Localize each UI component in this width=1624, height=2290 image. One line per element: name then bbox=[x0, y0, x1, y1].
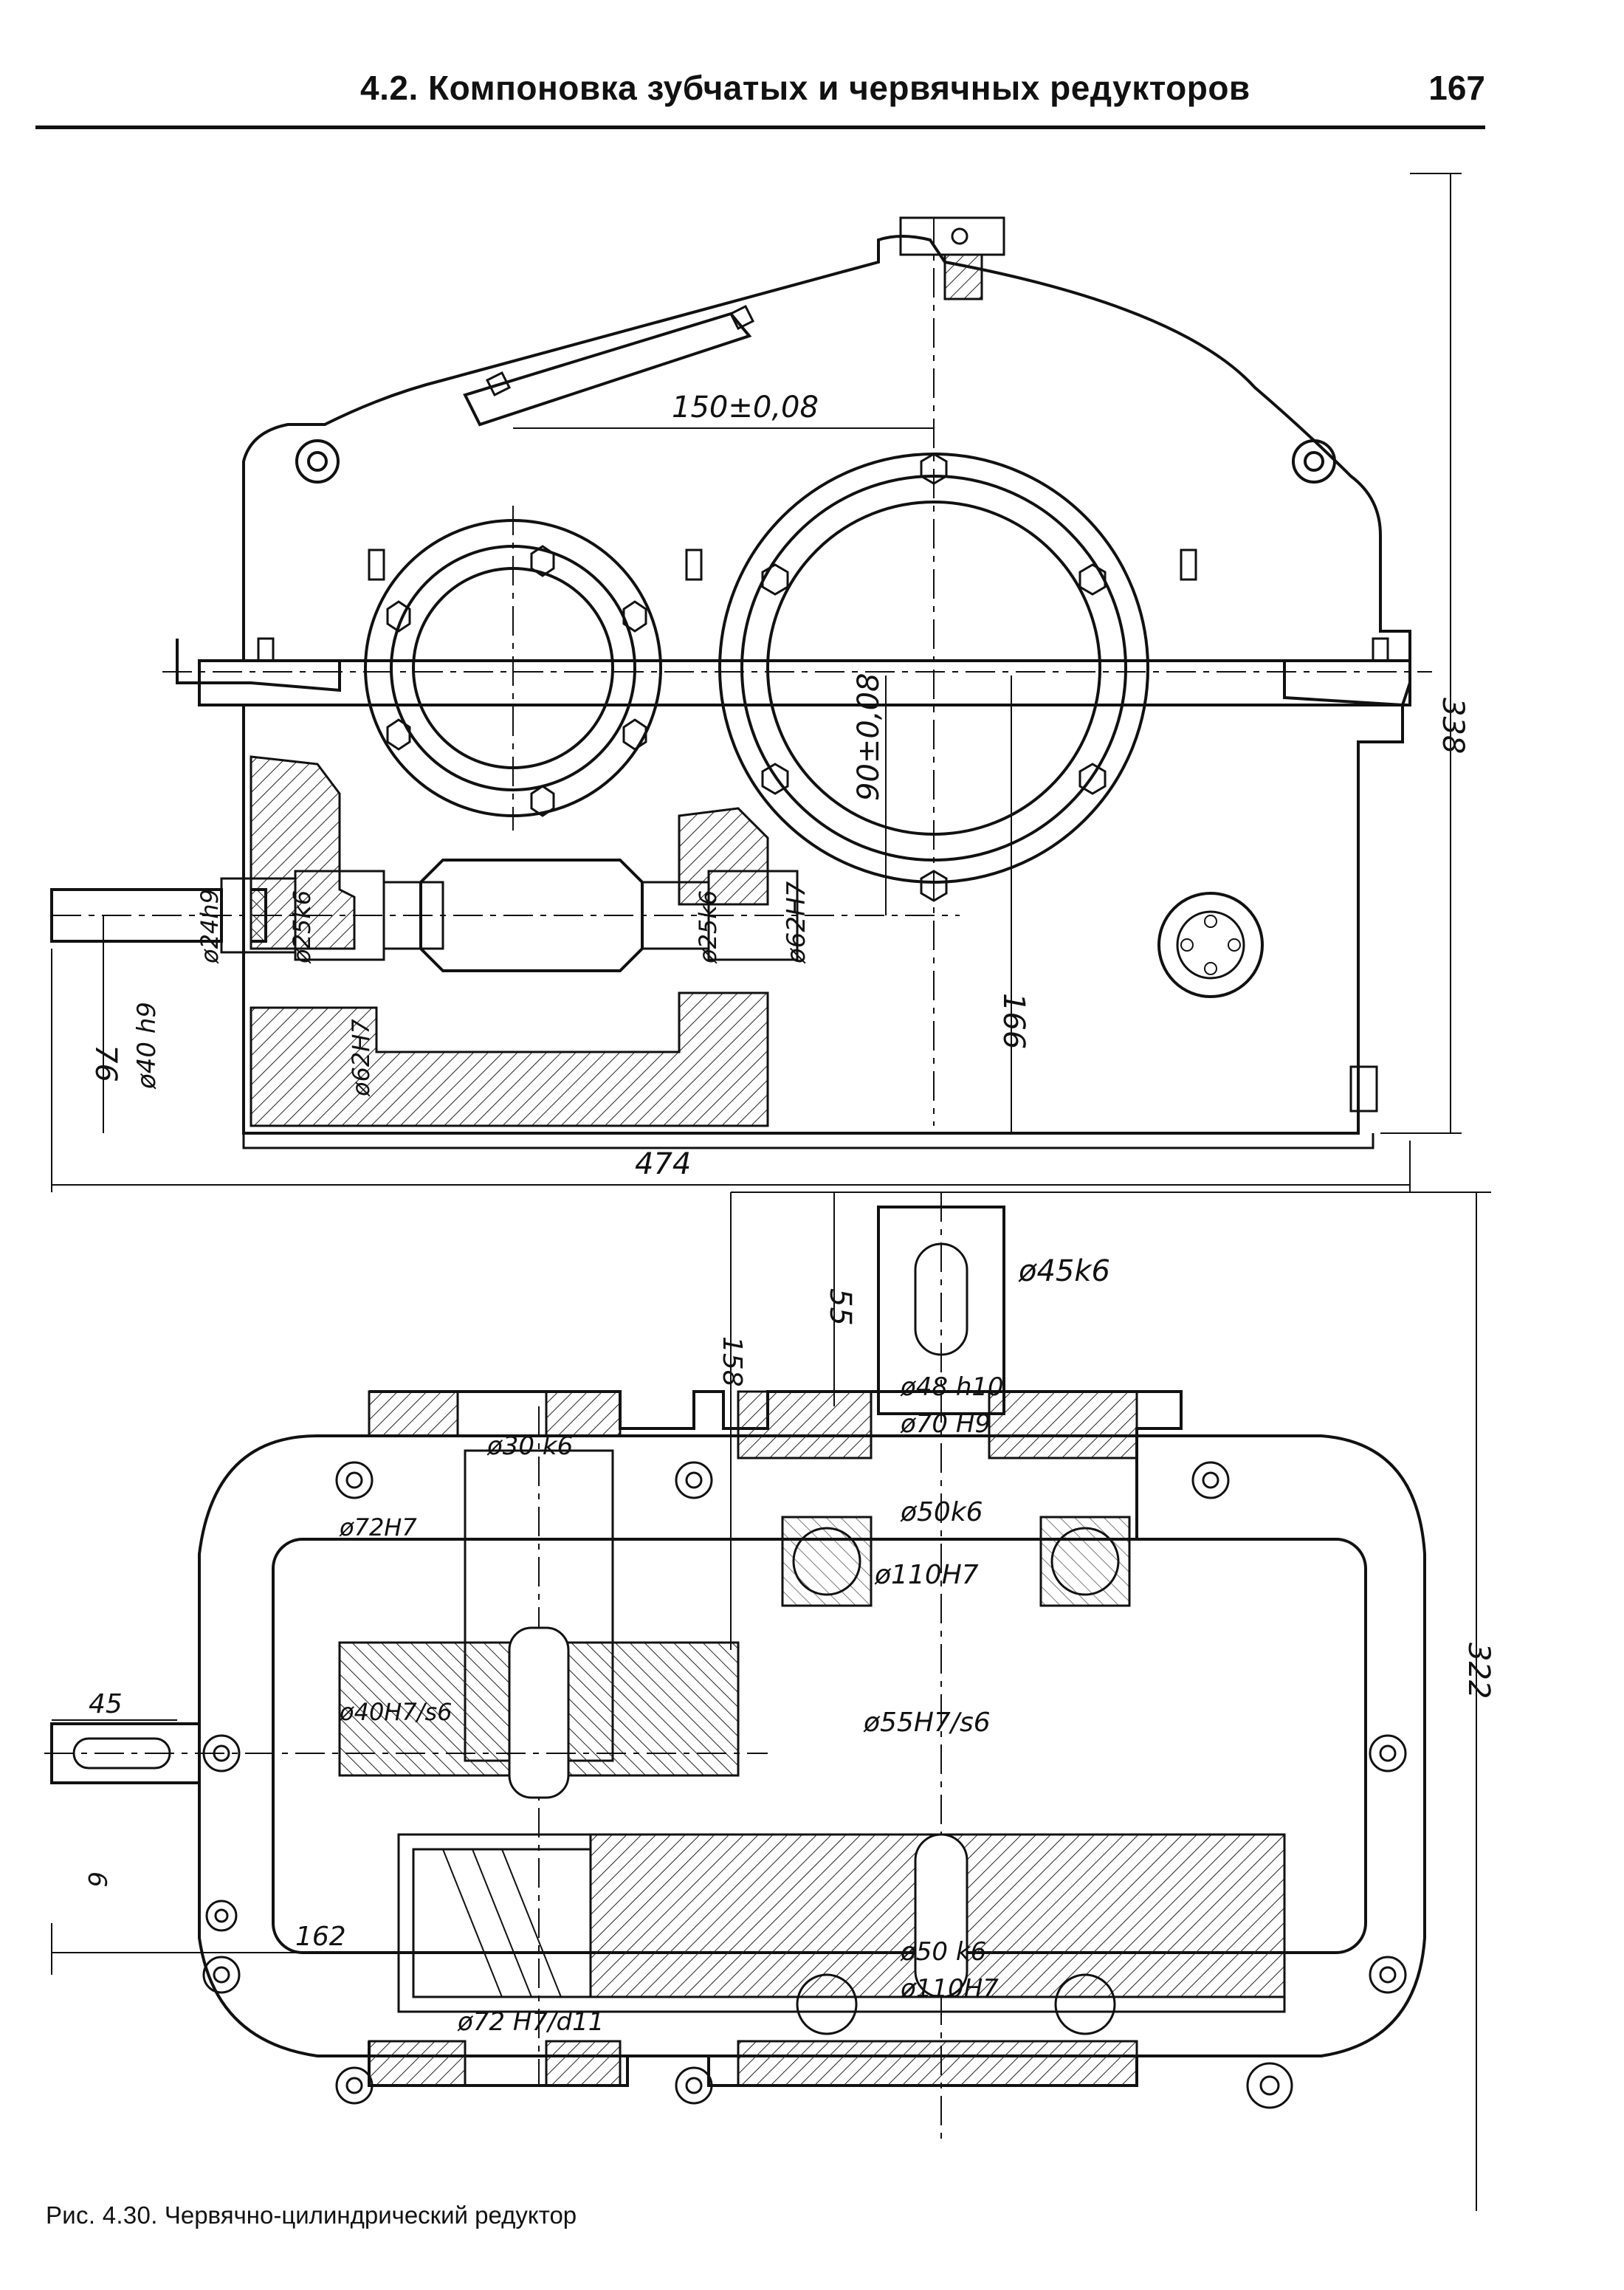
caption-label: Рис. 4.30. bbox=[46, 2201, 158, 2229]
label-worm-axis: 90±0,08 bbox=[852, 673, 886, 801]
label-fit-bearing-upper: ø50k6 bbox=[900, 1497, 983, 1527]
label-fit-cover-lower-left: ø72 H7/d11 bbox=[457, 2007, 604, 2037]
section-title: 4.2. Компоновка зубчатых и червячных ред… bbox=[360, 69, 1250, 107]
page-header: 4.2. Компоновка зубчатых и червячных ред… bbox=[35, 68, 1485, 130]
caption-text: Червячно-цилиндрический редуктор bbox=[164, 2201, 577, 2229]
header-rule bbox=[35, 125, 1485, 129]
label-fit-seal-journal: ø24h9 bbox=[196, 889, 224, 964]
label-small-6: 6 bbox=[82, 1871, 111, 1888]
label-worm-length: 162 bbox=[295, 1922, 346, 1952]
label-fit-bore-left: ø62H7 bbox=[347, 1019, 375, 1097]
label-fit-bearing-lower: ø50 k6 bbox=[900, 1937, 986, 1967]
label-shaft-stickout: 76 bbox=[89, 1045, 123, 1082]
label-fit-seal-output: ø48 h10 bbox=[900, 1372, 1004, 1402]
label-fit-output-shaft: ø45k6 bbox=[1018, 1254, 1110, 1288]
front-view bbox=[50, 173, 1462, 1192]
label-fit-bore-lower: ø110H7 bbox=[900, 1974, 999, 2004]
label-fit-bore-right: ø62H7 bbox=[782, 881, 811, 964]
label-center-distance: 150±0,08 bbox=[672, 391, 819, 424]
bore-right bbox=[718, 453, 1149, 884]
parting-flange bbox=[198, 659, 1411, 706]
oil-gauge bbox=[1157, 892, 1264, 998]
plan-view bbox=[44, 1192, 1491, 2211]
label-output-shaft-length: 55 bbox=[823, 1288, 857, 1326]
worm bbox=[419, 859, 644, 972]
label-fit-wheel-hub: ø40H7/s6 bbox=[339, 1698, 453, 1726]
label-fit-bearing-left: ø25k6 bbox=[288, 890, 316, 964]
label-fit-bore-upper-left: ø72H7 bbox=[339, 1513, 417, 1541]
housing-cover-outline bbox=[242, 235, 1411, 706]
label-height-total: 338 bbox=[1436, 698, 1470, 754]
label-axis-height: 166 bbox=[997, 993, 1031, 1049]
housing-base-outline bbox=[242, 705, 1404, 1135]
label-fit-shaft-upper-left: ø30 k6 bbox=[486, 1431, 573, 1461]
figure-caption: Рис. 4.30. Червячно-цилиндрический редук… bbox=[46, 2201, 577, 2229]
label-fit-bearing-right: ø25k6 bbox=[694, 890, 722, 964]
label-input-shaft: 45 bbox=[89, 1689, 123, 1719]
inspection-cover bbox=[463, 312, 752, 427]
label-fit-bore-upper: ø110H7 bbox=[874, 1560, 979, 1590]
front-section-hatch bbox=[250, 755, 356, 950]
label-length-total: 474 bbox=[635, 1147, 691, 1181]
label-fit-shaft-end: ø40 h9 bbox=[132, 1002, 162, 1090]
gearbox-drawing: 150±0,08 90±0,08 338 166 474 76 ø40 h9 ø… bbox=[44, 173, 1496, 2211]
label-fit-cover-output: ø70 H9 bbox=[900, 1409, 991, 1439]
page-number: 167 bbox=[1428, 69, 1485, 107]
label-width-total: 322 bbox=[1462, 1643, 1496, 1699]
label-output-offset: 158 bbox=[717, 1336, 747, 1387]
label-fit-gear-hub: ø55H7/s6 bbox=[863, 1708, 991, 1738]
